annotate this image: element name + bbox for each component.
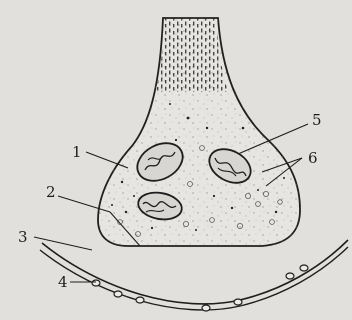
callout-4: 4 bbox=[58, 273, 68, 291]
callout-5: 5 bbox=[312, 111, 322, 129]
callout-1: 1 bbox=[72, 143, 82, 161]
axon-terminal bbox=[98, 18, 300, 246]
postsynaptic-membrane bbox=[40, 240, 348, 311]
callout-2: 2 bbox=[46, 183, 56, 201]
callout-3: 3 bbox=[18, 228, 28, 246]
callout-6: 6 bbox=[308, 149, 318, 167]
